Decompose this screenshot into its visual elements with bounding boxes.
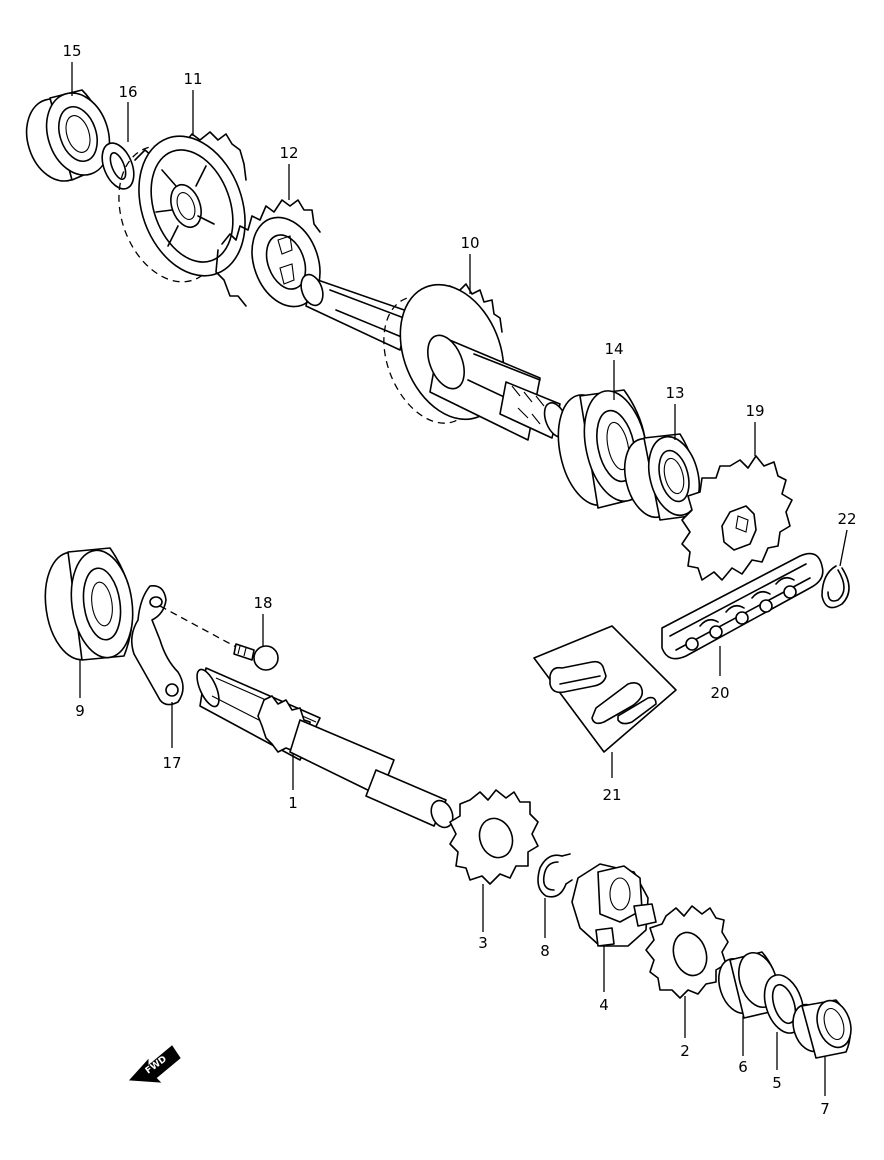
- fwd-arrow-icon: FWD: [128, 1045, 181, 1083]
- part-label-3: 3: [478, 934, 488, 952]
- part-label-19: 19: [745, 402, 764, 420]
- mainshaft-1: [196, 667, 454, 829]
- needle-bearing-7: [792, 999, 852, 1059]
- part-label-22: 22: [837, 510, 856, 528]
- sprocket-19: [681, 455, 793, 581]
- part-label-11: 11: [183, 70, 202, 88]
- circlip-8: [537, 853, 573, 898]
- part-label-13: 13: [665, 384, 684, 402]
- gear-2: [645, 905, 729, 999]
- part-label-21: 21: [602, 786, 621, 804]
- countershaft-10: [300, 273, 569, 441]
- part-label-8: 8: [540, 942, 550, 960]
- part-label-16: 16: [118, 83, 137, 101]
- part-label-1: 1: [288, 794, 298, 812]
- part-labels: 15 16 11 12 10 14 13 19 22 20 21 9 17 18…: [62, 42, 856, 1118]
- gear-11: [118, 131, 247, 283]
- part-label-7: 7: [820, 1100, 830, 1118]
- part-label-17: 17: [162, 754, 181, 772]
- chain-20: [661, 552, 824, 660]
- dog-hub-4: [571, 863, 657, 947]
- circlip-22: [821, 565, 850, 609]
- washer-16: [101, 142, 135, 190]
- part-label-20: 20: [710, 684, 729, 702]
- part-label-10: 10: [460, 234, 479, 252]
- part-label-14: 14: [604, 340, 623, 358]
- part-label-5: 5: [772, 1074, 782, 1092]
- part-label-15: 15: [62, 42, 81, 60]
- part-label-12: 12: [279, 144, 298, 162]
- part-label-6: 6: [738, 1058, 748, 1076]
- bearing-9: [44, 547, 134, 661]
- oil-seal-13: [623, 433, 701, 521]
- part-label-18: 18: [253, 594, 272, 612]
- screw-18: [159, 605, 279, 671]
- bearing-15: [25, 89, 111, 182]
- part-label-9: 9: [75, 702, 85, 720]
- retainer-plate-17: [130, 584, 184, 706]
- part-label-2: 2: [680, 1042, 690, 1060]
- master-link-21: [533, 625, 677, 753]
- leader-lines: [71, 62, 848, 1096]
- part-label-4: 4: [599, 996, 609, 1014]
- gear-3: [449, 789, 539, 885]
